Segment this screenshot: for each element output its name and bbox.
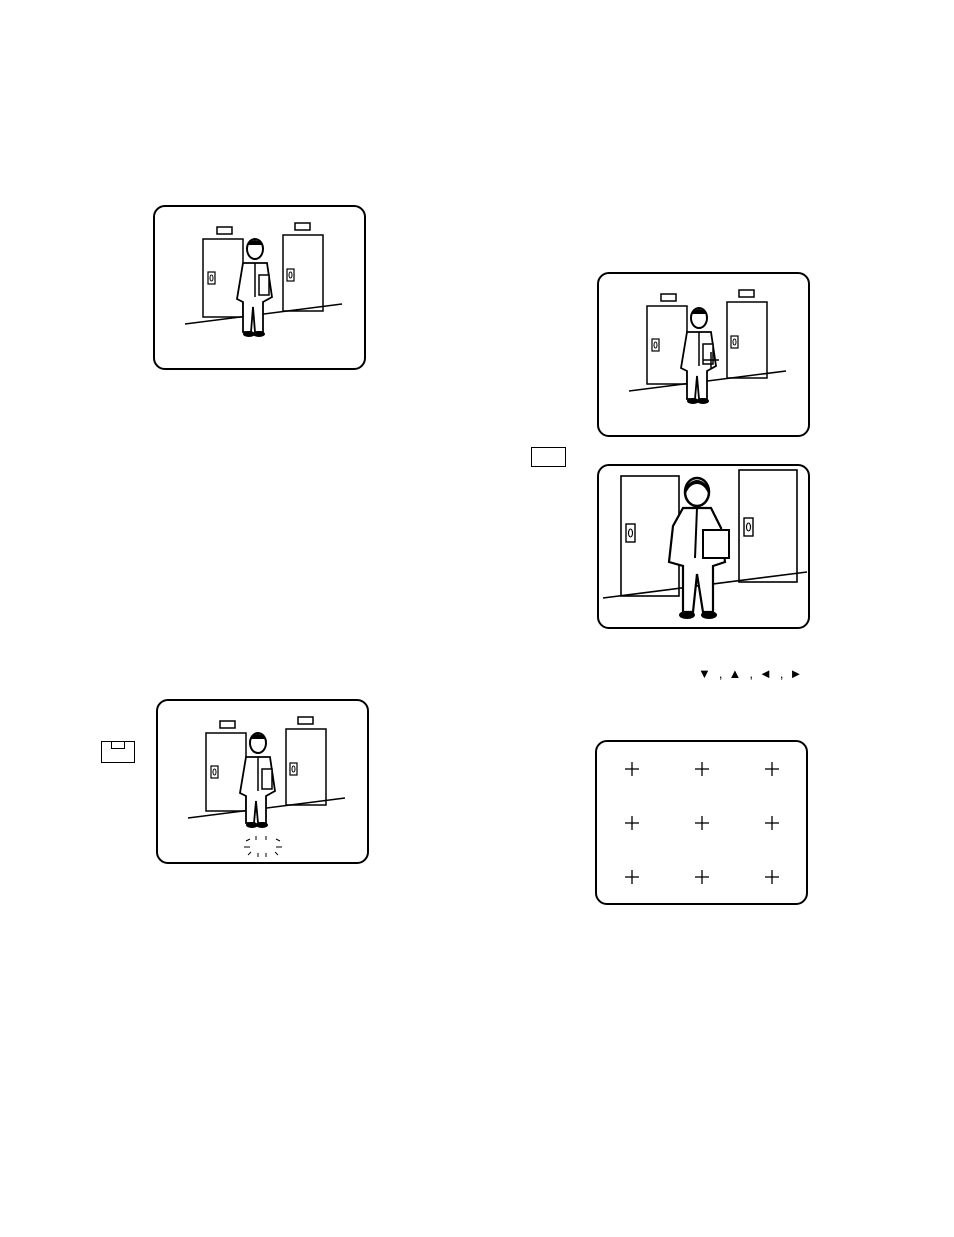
separator: , (780, 666, 784, 681)
monitor-crosshair-grid (595, 740, 808, 905)
right-arrow-icon: ► (790, 666, 803, 681)
crosshair-grid (597, 742, 808, 905)
elevator-scene-illustration (155, 207, 366, 370)
direction-keys: ▼, ▲, ◄, ► (698, 666, 810, 681)
left-arrow-icon: ◄ (759, 666, 772, 681)
separator: , (749, 666, 753, 681)
monitor-elevator-scene-spot (156, 699, 369, 864)
tab-button-icon (101, 741, 135, 763)
crosshair-icons (625, 762, 779, 884)
elevator-scene-zoomed-illustration (599, 466, 810, 629)
down-arrow-icon: ▼ (698, 666, 711, 681)
monitor-elevator-scene-1 (153, 205, 366, 370)
elevator-scene-with-cursor-illustration (599, 274, 810, 437)
elevator-scene-spot-illustration (158, 701, 369, 864)
separator: , (719, 666, 723, 681)
monitor-elevator-scene-2 (597, 272, 810, 437)
monitor-elevator-scene-zoomed (597, 464, 810, 629)
rectangular-button-icon (531, 447, 566, 467)
up-arrow-icon: ▲ (729, 666, 742, 681)
